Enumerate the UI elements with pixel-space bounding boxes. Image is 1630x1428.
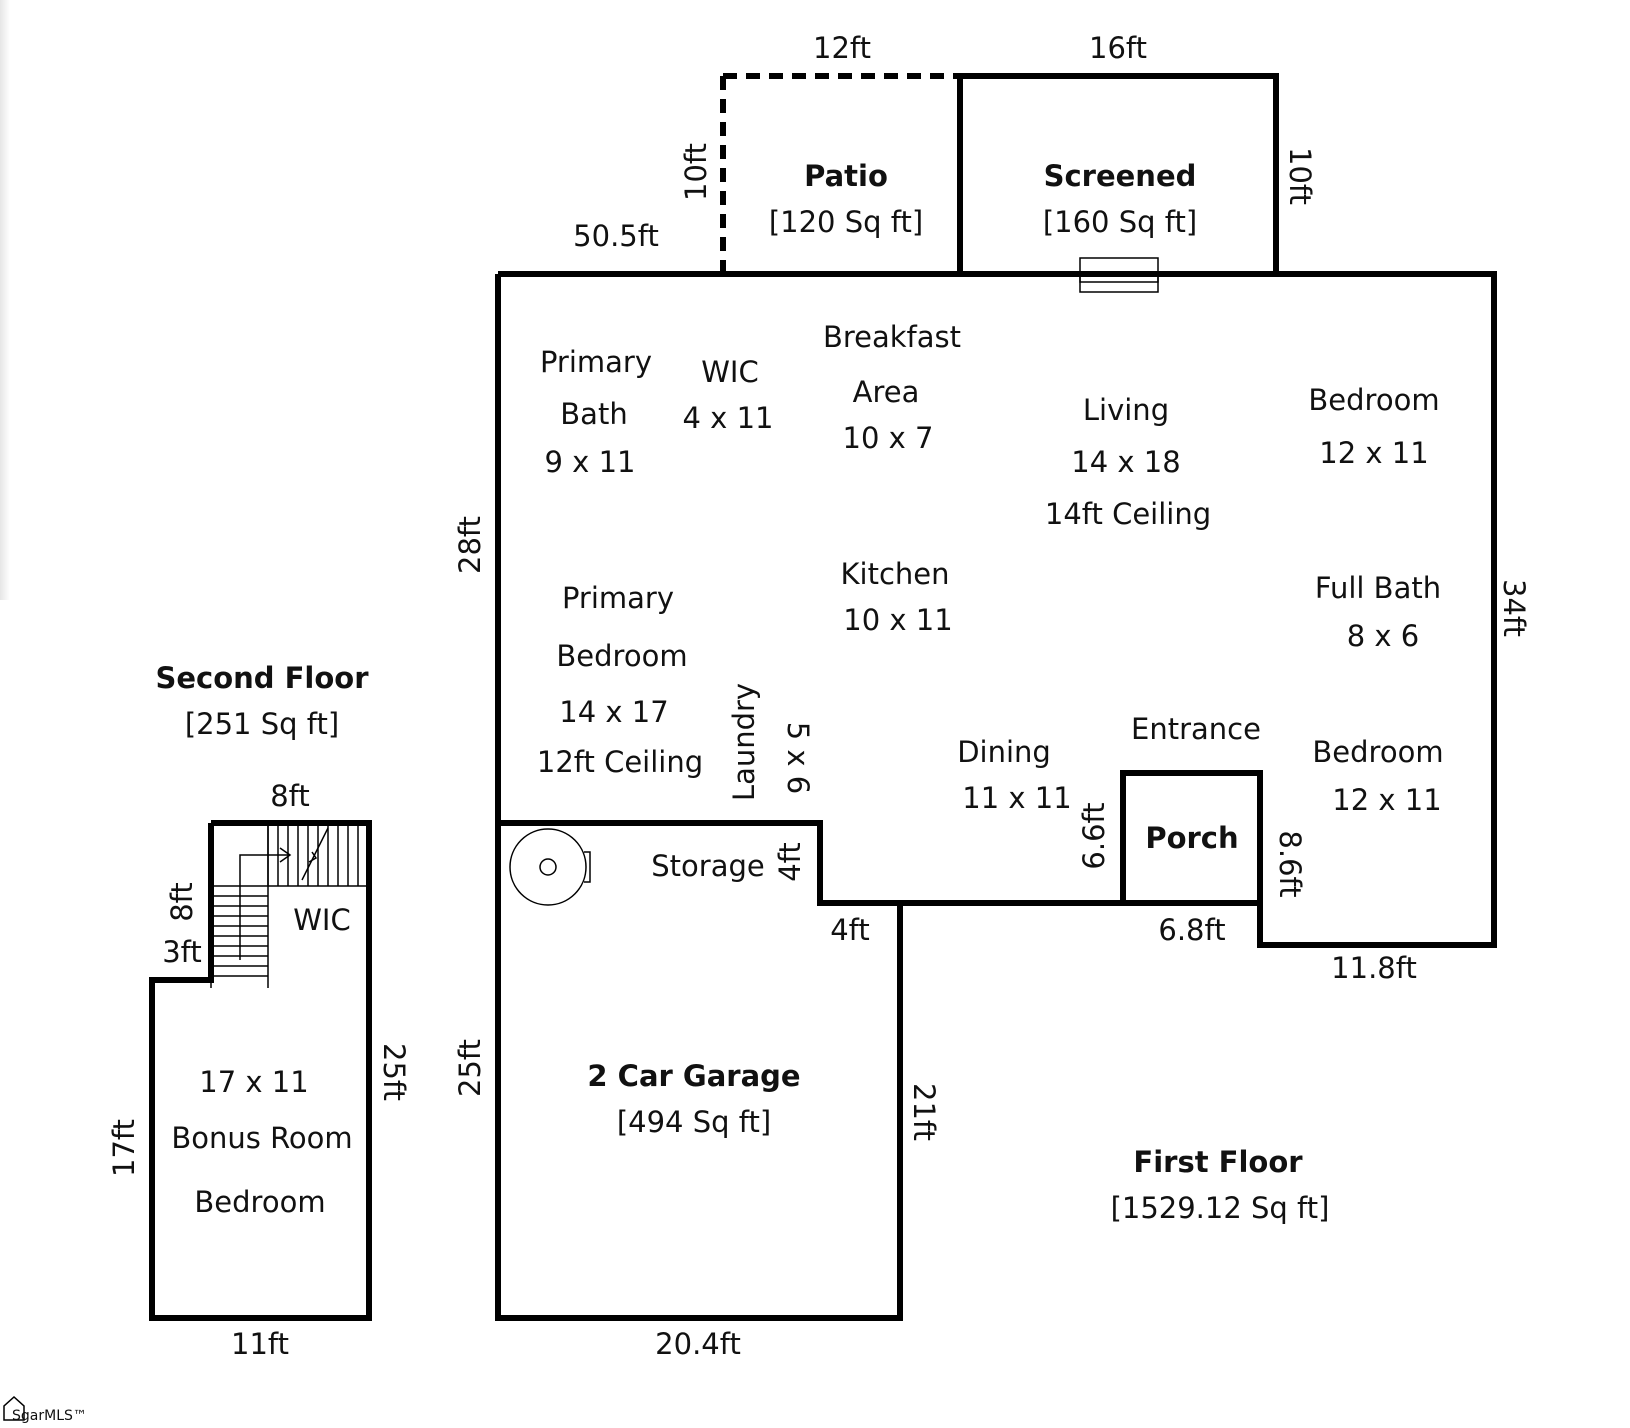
- scan-edge-shadow: [0, 0, 10, 600]
- second-floor-title: Second Floor: [155, 661, 369, 695]
- second-floor-area: [251 Sq ft]: [185, 707, 339, 741]
- kitchen-name: Kitchen: [841, 557, 950, 591]
- storage-label: Storage: [651, 849, 764, 883]
- laundry-size: 5 x 6: [781, 722, 815, 795]
- staircase-icon: [210, 823, 369, 988]
- dim-sf-bottom: 11ft: [231, 1327, 289, 1361]
- sf-wic-label: WIC: [293, 903, 350, 937]
- primary-bedroom-size: 14 x 17: [559, 695, 668, 729]
- dim-screened-side: 10ft: [1283, 147, 1317, 205]
- dim-garage-bottom: 20.4ft: [655, 1327, 741, 1361]
- dim-storage-step: 4ft: [773, 842, 807, 882]
- bonus-bedroom: Bedroom: [194, 1185, 325, 1219]
- porch-outline: [1120, 770, 1263, 903]
- wic-size: 4 x 11: [683, 401, 774, 435]
- full-bath-size: 8 x 6: [1347, 619, 1420, 653]
- dining-size: 11 x 11: [962, 781, 1071, 815]
- dim-porch-right: 8.6ft: [1273, 830, 1307, 897]
- living-name: Living: [1083, 393, 1169, 427]
- primary-bedroom-name: Primary: [562, 581, 674, 615]
- dim-main-top: 50.5ft: [573, 219, 659, 253]
- dim-garage-right: 21ft: [907, 1083, 941, 1141]
- patio-area: [120 Sq ft]: [769, 205, 923, 239]
- dim-patio-top: 12ft: [813, 31, 871, 65]
- screened-area: [160 Sq ft]: [1043, 205, 1197, 239]
- full-bath-name: Full Bath: [1315, 571, 1441, 605]
- dim-garage-left: 25ft: [453, 1039, 487, 1097]
- dim-sf-top: 8ft: [270, 779, 310, 813]
- dining-name: Dining: [957, 735, 1051, 769]
- dim-sf-step: 3ft: [162, 935, 202, 969]
- living-ceiling: 14ft Ceiling: [1045, 497, 1211, 531]
- dim-garage-step: 4ft: [830, 913, 870, 947]
- bedroom-1-size: 12 x 11: [1319, 436, 1428, 470]
- screened-label: Screened: [1044, 159, 1197, 193]
- dim-sf-right: 25ft: [377, 1043, 411, 1101]
- dim-main-right: 34ft: [1497, 579, 1531, 637]
- primary-bedroom-ceiling: 12ft Ceiling: [537, 745, 703, 779]
- bedroom-1-name: Bedroom: [1308, 383, 1439, 417]
- breakfast-name-2: Area: [853, 375, 920, 409]
- screened-outline: [957, 73, 1279, 274]
- water-heater-inner: [539, 858, 557, 876]
- kitchen-size: 10 x 11: [843, 603, 952, 637]
- dim-porch-bottom: 6.8ft: [1158, 913, 1225, 947]
- garage-area: [494 Sq ft]: [617, 1105, 771, 1139]
- dim-patio-side: 10ft: [679, 143, 713, 201]
- living-size: 14 x 18: [1071, 445, 1180, 479]
- primary-bedroom-name-2: Bedroom: [556, 639, 687, 673]
- bedroom-2-size: 12 x 11: [1332, 783, 1441, 817]
- entrance-label: Entrance: [1131, 712, 1261, 746]
- water-heater-icon: [509, 828, 587, 906]
- dim-screened-top: 16ft: [1089, 31, 1147, 65]
- water-heater-valve: [584, 851, 591, 883]
- primary-bath-size: 9 x 11: [545, 445, 636, 479]
- first-floor-area: [1529.12 Sq ft]: [1111, 1191, 1330, 1225]
- first-floor-title: First Floor: [1133, 1145, 1303, 1179]
- porch-label: Porch: [1145, 821, 1238, 855]
- primary-bath-name-2: Bath: [560, 397, 627, 431]
- bedroom-2-name: Bedroom: [1312, 735, 1443, 769]
- breakfast-size: 10 x 7: [843, 421, 934, 455]
- dim-sf-stair-side: 8ft: [165, 882, 199, 922]
- garage-storage-wall: [498, 820, 900, 906]
- fireplace-inner: [1079, 271, 1159, 283]
- primary-bath-name: Primary: [540, 345, 652, 379]
- bonus-size: 17 x 11: [199, 1065, 308, 1099]
- patio-label: Patio: [804, 159, 888, 193]
- main-floor-outline: [495, 271, 1497, 1321]
- mls-logo: SgarMLS™: [3, 1395, 87, 1424]
- breakfast-name: Breakfast: [823, 320, 961, 354]
- mls-logo-text: SgarMLS™: [12, 1408, 87, 1424]
- dim-sf-left: 17ft: [107, 1119, 141, 1177]
- dim-main-left: 28ft: [453, 516, 487, 574]
- wic-name: WIC: [701, 355, 758, 389]
- bonus-name: Bonus Room: [171, 1121, 352, 1155]
- dim-bed-bottom: 11.8ft: [1331, 951, 1417, 985]
- dim-porch-left: 6.6ft: [1077, 802, 1111, 869]
- laundry-name: Laundry: [727, 683, 761, 801]
- garage-label: 2 Car Garage: [587, 1059, 800, 1093]
